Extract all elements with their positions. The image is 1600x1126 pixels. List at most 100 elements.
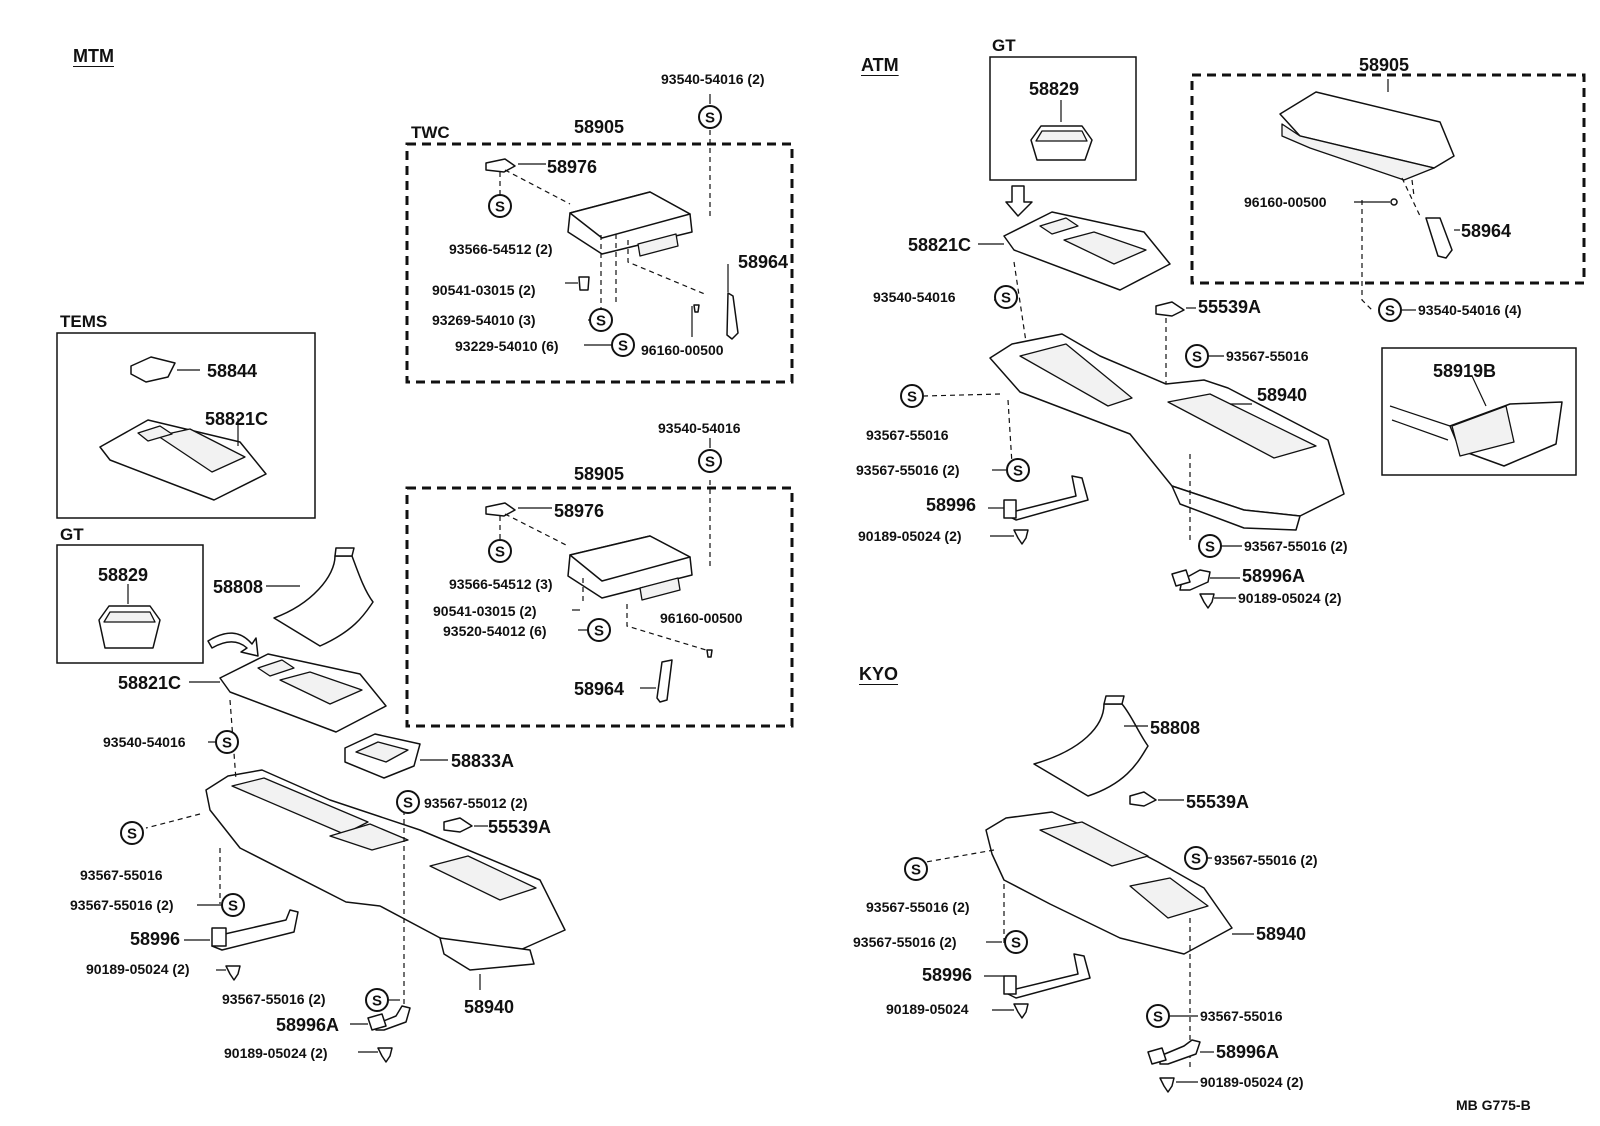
diagram-code: MB G775-B bbox=[1456, 1097, 1531, 1113]
bracket-58996-kyo bbox=[1003, 953, 1091, 999]
part-label: 93520-54012 (6) bbox=[443, 623, 547, 639]
shift-panel-58821c-atm bbox=[1003, 211, 1171, 291]
section-label-atm: ATM bbox=[861, 55, 899, 75]
part-label: 93540-54016 bbox=[103, 734, 186, 750]
part-label: 58808 bbox=[213, 577, 264, 597]
part-label: 96160-00500 bbox=[641, 342, 724, 358]
twc-bottom-dashed-box bbox=[405, 486, 794, 728]
hinge-58964-atm bbox=[1425, 217, 1453, 259]
gt-box-mtm bbox=[56, 544, 204, 664]
part-label: 93567-55016 (2) bbox=[70, 897, 174, 913]
section-label-mtm: MTM bbox=[73, 46, 114, 66]
box-58919b bbox=[1381, 347, 1577, 476]
clip-58976-top bbox=[485, 158, 516, 173]
part-label: 58821C bbox=[205, 409, 269, 429]
part-label: 58940 bbox=[1256, 924, 1307, 944]
console-58940-mtm bbox=[205, 769, 566, 971]
part-label: 93567-55016 (2) bbox=[856, 462, 960, 478]
part-label: 93567-55012 (2) bbox=[424, 795, 528, 811]
section-label-kyo: KYO bbox=[859, 664, 899, 684]
part-label: 93540-54016 bbox=[873, 289, 956, 305]
switch-58844 bbox=[130, 356, 176, 383]
s-symbol bbox=[1006, 458, 1030, 482]
bolt-90189-atm-l bbox=[1013, 529, 1029, 545]
bracket-58996-atm bbox=[1003, 475, 1089, 521]
bolt-90189-kyo-l bbox=[1013, 1003, 1029, 1019]
part-label: 90189-05024 (2) bbox=[86, 961, 190, 977]
part-label: 58833A bbox=[451, 751, 515, 771]
shift-panel-58821c-mtm bbox=[219, 653, 387, 733]
clip-55539a-mtm bbox=[443, 817, 473, 833]
part-label: 58808 bbox=[1150, 718, 1201, 738]
part-label: 93567-55016 (2) bbox=[1214, 852, 1318, 868]
part-label: 58964 bbox=[738, 252, 789, 272]
subsection-label-twc: TWC bbox=[411, 123, 450, 142]
part-label: 93567-55016 bbox=[1226, 348, 1309, 364]
part-label: 58996 bbox=[130, 929, 181, 949]
part-label: 93567-55016 bbox=[1200, 1008, 1283, 1024]
part-label: 58996A bbox=[1216, 1042, 1280, 1062]
bracket-58996-mtm bbox=[211, 909, 299, 951]
clip-58976-bottom bbox=[485, 502, 516, 517]
s-symbol bbox=[396, 790, 420, 814]
ashtray-58833a bbox=[344, 733, 421, 779]
s-symbol bbox=[1184, 846, 1208, 870]
armrest-lid-bottom bbox=[567, 535, 693, 601]
part-label: 58940 bbox=[1257, 385, 1308, 405]
part-label: 58996A bbox=[276, 1015, 340, 1035]
s-symbol bbox=[221, 893, 245, 917]
small-screw-top bbox=[578, 276, 700, 313]
atm-console-lid-dashed-box bbox=[1190, 73, 1586, 285]
part-label: 58821C bbox=[118, 673, 182, 693]
hinge-58964-bottom bbox=[656, 659, 673, 703]
part-label: 58905 bbox=[1359, 55, 1410, 75]
part-label: 58829 bbox=[98, 565, 149, 585]
part-label: 58996A bbox=[1242, 566, 1306, 586]
part-label: 93567-55016 (2) bbox=[853, 934, 957, 950]
part-label: 90541-03015 (2) bbox=[432, 282, 536, 298]
part-label: 58905 bbox=[574, 117, 625, 137]
part-label: 93540-54016 bbox=[658, 420, 741, 436]
part-label: 58844 bbox=[207, 361, 258, 381]
s-symbol bbox=[900, 384, 924, 408]
part-label: 55539A bbox=[488, 817, 552, 837]
bolt-90189-mtm-b bbox=[377, 1047, 393, 1063]
part-label: 93269-54010 (3) bbox=[432, 312, 536, 328]
s-symbol bbox=[1378, 298, 1402, 322]
part-label: 93567-55016 (2) bbox=[866, 899, 970, 915]
clip-55539a-atm bbox=[1155, 301, 1185, 317]
part-label: 90189-05024 (2) bbox=[1238, 590, 1342, 606]
bracket-58996a-atm bbox=[1171, 569, 1211, 591]
bolt-90189-kyo-b bbox=[1159, 1077, 1175, 1093]
part-label: 58964 bbox=[1461, 221, 1512, 241]
gt-box-atm bbox=[989, 56, 1137, 181]
part-label: 90541-03015 (2) bbox=[433, 603, 537, 619]
part-label: 58821C bbox=[908, 235, 972, 255]
s-symbol bbox=[587, 618, 611, 642]
part-label: 55539A bbox=[1198, 297, 1262, 317]
part-label: 93567-55016 (2) bbox=[1244, 538, 1348, 554]
subsection-label-gt: GT bbox=[60, 525, 84, 544]
part-label: 58976 bbox=[547, 157, 598, 177]
s-symbol bbox=[488, 194, 512, 218]
s-symbol bbox=[1146, 1004, 1170, 1028]
part-label: 93566-54512 (3) bbox=[449, 576, 553, 592]
armrest-lid-top bbox=[567, 191, 693, 257]
part-label: 93567-55016 (2) bbox=[222, 991, 326, 1007]
s-symbol bbox=[365, 988, 389, 1012]
shift-panel-58821c-tems bbox=[99, 419, 267, 501]
s-symbol bbox=[1004, 930, 1028, 954]
s-symbol bbox=[611, 333, 635, 357]
part-label: 90189-05024 (2) bbox=[1200, 1074, 1304, 1090]
part-label: 58919B bbox=[1433, 361, 1497, 381]
part-label: 90189-05024 bbox=[886, 1001, 969, 1017]
clip-55539a-kyo bbox=[1129, 791, 1157, 807]
part-label: 58996 bbox=[922, 965, 973, 985]
part-label: 93229-54010 (6) bbox=[455, 338, 559, 354]
s-symbol bbox=[120, 821, 144, 845]
bolt-90189-mtm-l bbox=[225, 965, 241, 981]
s-symbol bbox=[1185, 344, 1209, 368]
part-label: 90189-05024 (2) bbox=[224, 1045, 328, 1061]
